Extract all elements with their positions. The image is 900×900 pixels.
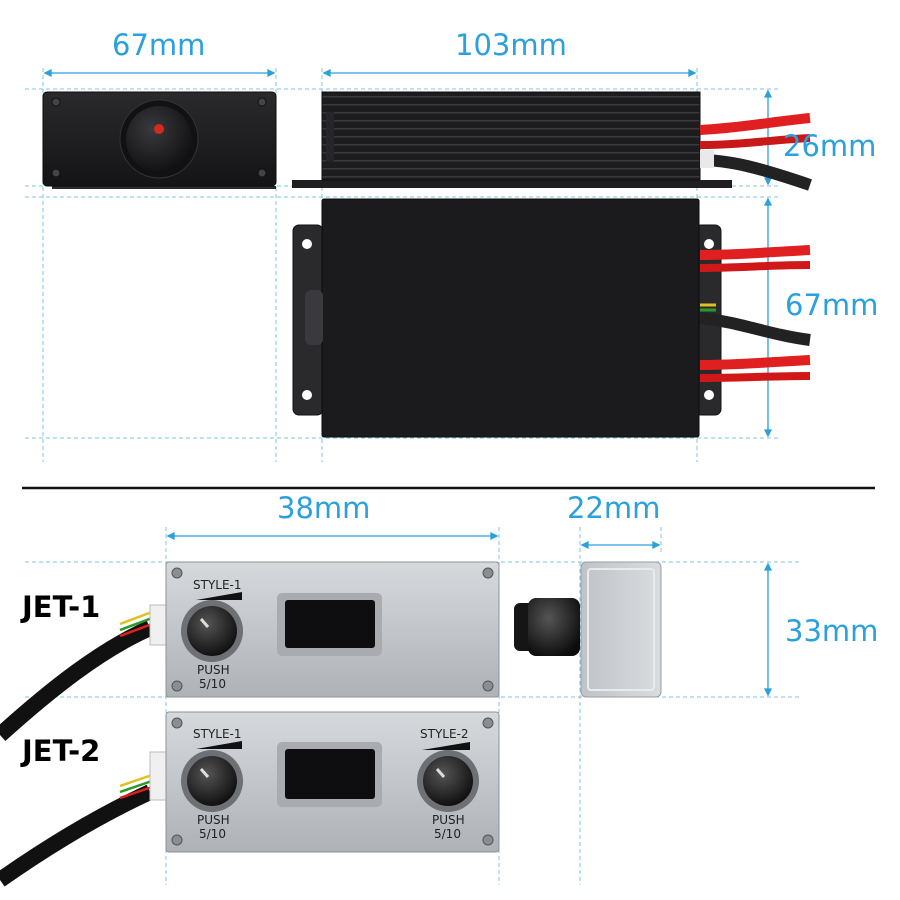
control-box-side-view xyxy=(292,91,812,191)
rocker-switch-icon xyxy=(126,106,192,172)
side-knob-icon xyxy=(528,598,580,656)
control-box-front-view xyxy=(42,91,277,189)
dim-top-width: 67mm xyxy=(112,28,206,62)
control-box-top-view xyxy=(292,198,811,438)
jet2-steps2-label: 5/10 xyxy=(434,827,461,841)
jet1-label: JET-1 xyxy=(22,590,101,624)
jet2-push2-label: PUSH xyxy=(432,813,465,827)
controller-side-view xyxy=(514,561,662,698)
jet2-steps-label: 5/10 xyxy=(199,827,226,841)
dimension-arrows-bottom xyxy=(166,531,773,697)
jet2-push-label: PUSH xyxy=(197,813,230,827)
jet1-style1-label: STYLE-1 xyxy=(193,578,242,592)
jet1-display xyxy=(285,600,375,648)
jet2-style2-knob-icon xyxy=(423,756,473,806)
jet2-style1-label: STYLE-1 xyxy=(193,727,242,741)
dim-top-height: 26mm xyxy=(783,129,877,163)
jet1-steps-label: 5/10 xyxy=(199,677,226,691)
jet1-style1-knob-icon xyxy=(187,606,237,656)
jet2-display xyxy=(285,749,375,799)
jet1-controller xyxy=(0,561,500,741)
jet2-label: JET-2 xyxy=(22,734,101,768)
dim-ctrl-depth: 22mm xyxy=(567,491,661,525)
dim-top-depth: 67mm xyxy=(785,288,879,322)
jet2-style1-knob-icon xyxy=(187,756,237,806)
dim-ctrl-width: 38mm xyxy=(277,491,371,525)
jet1-push-label: PUSH xyxy=(197,663,230,677)
jet2-style2-label: STYLE-2 xyxy=(420,727,469,741)
indicator-led-icon xyxy=(154,124,164,134)
dim-ctrl-height: 33mm xyxy=(785,614,879,648)
dim-top-length: 103mm xyxy=(455,28,567,62)
jet2-controller xyxy=(0,711,500,887)
